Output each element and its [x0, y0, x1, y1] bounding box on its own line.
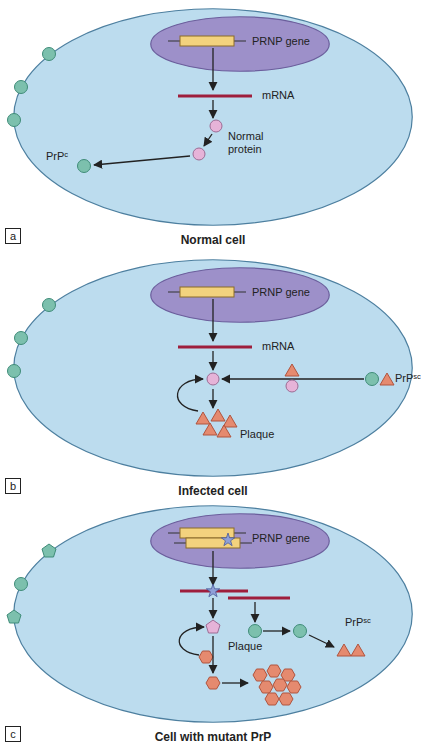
plaque-triangle — [211, 409, 225, 421]
prion-protein — [351, 644, 365, 656]
panel-a-art — [8, 36, 253, 173]
membrane-mutant — [7, 610, 21, 623]
dna-line — [168, 40, 246, 41]
panel-letter: b — [6, 479, 20, 493]
plaque-hexagon — [273, 679, 287, 691]
panel-c-art — [7, 528, 365, 705]
arrow — [212, 100, 213, 118]
gene-box — [186, 538, 240, 548]
plaque-hexagon — [287, 681, 301, 693]
prion-protein — [337, 644, 351, 656]
arrow — [254, 602, 255, 622]
arrow — [212, 48, 213, 90]
plaque-hexagon — [267, 665, 281, 677]
panel-letter-box: b — [5, 478, 21, 494]
membrane-protein — [43, 48, 56, 61]
panel-letter: c — [6, 727, 20, 741]
plaque-hexagon — [279, 693, 293, 705]
normal-protein — [286, 380, 298, 392]
nucleus-shape: PRNP gene — [150, 513, 330, 569]
arrow — [212, 299, 213, 341]
arrow — [212, 389, 213, 408]
mutant-prion — [199, 651, 213, 663]
plaque-triangle — [223, 415, 237, 427]
plaque-hexagon — [259, 681, 273, 693]
gene-box — [180, 287, 234, 297]
conversion-arrow — [178, 379, 203, 411]
prion-protein — [285, 364, 299, 376]
panel-letter: a — [6, 229, 20, 243]
plaque-triangle — [217, 425, 231, 437]
arrow — [212, 598, 213, 618]
panel-letter-box: a — [5, 228, 21, 244]
normal-protein — [249, 625, 262, 638]
normal-protein — [210, 120, 222, 132]
arrow — [212, 551, 213, 585]
mrna-line — [178, 346, 252, 349]
arrow — [309, 635, 334, 647]
arrow — [94, 156, 190, 165]
prpc-protein — [78, 160, 91, 173]
membrane-protein — [43, 299, 56, 312]
dna-line — [168, 532, 246, 533]
mutant-protein — [206, 620, 220, 633]
gene-name: PRNP gene — [252, 286, 310, 298]
gene-box — [180, 36, 234, 46]
normal-protein — [207, 373, 219, 385]
plaque-hexagon — [265, 693, 279, 705]
mutation-star — [221, 533, 234, 546]
mrna-line — [228, 597, 290, 600]
nucleus-ellipse — [151, 17, 330, 72]
cell-shape: Cell with mutant PrPPRNP gene — [13, 505, 413, 723]
membrane-protein — [15, 81, 28, 94]
mrna-line — [178, 95, 252, 98]
gene-box — [180, 528, 234, 538]
membrane-protein — [294, 625, 307, 638]
dna-line — [174, 542, 252, 543]
cell-ellipse — [14, 260, 413, 477]
cell-shape: Infected cellPRNP gene — [13, 259, 413, 477]
arrow — [204, 134, 212, 146]
nucleus-shape: PRNP gene — [150, 267, 330, 323]
mutation-star — [206, 584, 219, 597]
dna-line — [168, 291, 246, 292]
cell-caption: Infected cell — [13, 484, 413, 498]
arrow — [222, 378, 364, 379]
plaque-triangle — [203, 423, 217, 435]
arrow — [212, 636, 213, 673]
panel-b-art — [8, 287, 395, 437]
gene-name: PRNP gene — [252, 35, 310, 47]
mrna-line — [180, 590, 248, 593]
cell-shape: Normal cellPRNP gene — [13, 8, 413, 226]
plaque-hexagon — [253, 669, 267, 681]
normal-protein — [193, 148, 205, 160]
cell-caption: Cell with mutant PrP — [13, 730, 413, 744]
membrane-protein — [15, 578, 28, 591]
mutant-prion — [206, 677, 220, 689]
cell-ellipse — [14, 9, 413, 226]
membrane-mutant — [42, 544, 56, 557]
nucleus-shape: PRNP gene — [150, 16, 330, 72]
membrane-protein — [8, 114, 21, 127]
cell-ellipse — [14, 506, 413, 723]
arrow — [212, 351, 213, 370]
cell-caption: Normal cell — [13, 233, 413, 247]
prion-protein — [380, 373, 394, 385]
conversion-arrow — [179, 627, 204, 655]
plaque-hexagon — [281, 669, 295, 681]
plaque-triangle — [196, 412, 210, 424]
nucleus-ellipse — [151, 268, 330, 323]
panel-letter-box: c — [5, 726, 21, 742]
membrane-protein — [8, 365, 21, 378]
arrow — [222, 682, 248, 683]
arrow — [263, 630, 290, 631]
gene-name: PRNP gene — [252, 532, 310, 544]
membrane-protein — [15, 332, 28, 345]
membrane-protein — [366, 373, 379, 386]
nucleus-ellipse — [151, 514, 330, 569]
